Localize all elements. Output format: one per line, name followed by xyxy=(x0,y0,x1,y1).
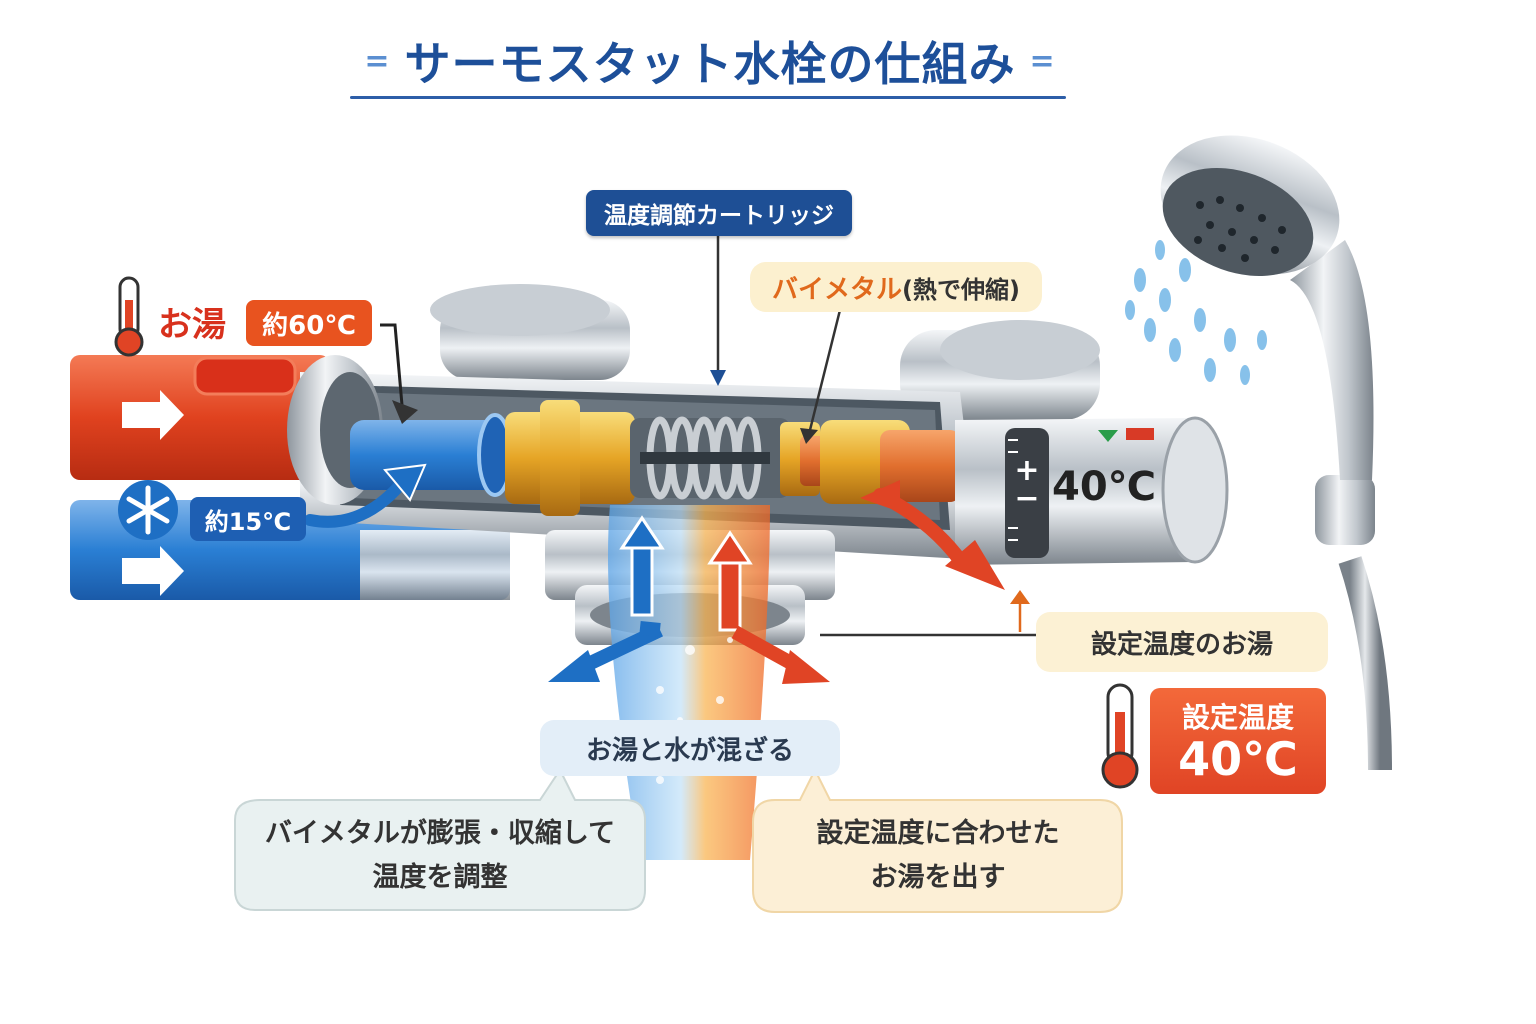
brass-cartridge xyxy=(505,400,960,516)
mixing-label: お湯と水が混ざる xyxy=(540,720,840,776)
hot-pipe xyxy=(70,355,330,480)
dial-temperature: 40℃ xyxy=(1052,464,1157,510)
up-arrow-hot xyxy=(707,530,753,632)
hot-water-label: お湯 xyxy=(158,304,226,345)
set-hot-water-label: 設定温度のお湯 xyxy=(1036,612,1328,672)
shower-head-icon xyxy=(1160,135,1392,771)
set-temp-label: 設定温度 xyxy=(1181,701,1294,734)
bubble-right-line1: 設定温度に合わせた xyxy=(816,818,1060,849)
arrow-head xyxy=(800,428,818,444)
cartridge-label: 温度調節カートリッジ xyxy=(586,190,852,236)
dial-plus[interactable]: + xyxy=(1014,453,1040,488)
arrow-head xyxy=(860,480,900,512)
bimetal-label: バイメタル (熱で伸縮) xyxy=(750,262,1042,312)
title-underline xyxy=(350,96,1066,99)
arrow-head xyxy=(392,400,418,424)
arrow-head xyxy=(945,540,1005,590)
bubble-left-line2: 温度を調整 xyxy=(372,862,508,893)
cold-flow-arrow xyxy=(304,479,406,528)
set-temp-value: 40℃ xyxy=(1178,732,1298,786)
mix-arrow-left xyxy=(548,621,664,682)
title-decor-right: = xyxy=(1029,43,1056,79)
bubble-right-line2: お湯を出す xyxy=(870,862,1006,893)
thermometer-icon xyxy=(1101,683,1139,789)
bubble-left-line1: バイメタルが膨張・収縮して xyxy=(264,818,616,849)
thermometer-icon xyxy=(114,276,144,357)
cold-temp-tag: 約15℃ xyxy=(190,497,306,541)
cold-inlet-tube xyxy=(350,413,513,497)
bubble-right-text: 設定温度に合わせた お湯を出す xyxy=(758,808,1118,904)
hot-temp-tag: 約60℃ xyxy=(246,300,372,346)
bimetal-note: (熱で伸縮) xyxy=(902,275,1020,304)
bubble-left xyxy=(234,768,646,911)
hot-inlet-arrow xyxy=(380,323,404,406)
temperature-dial[interactable] xyxy=(955,416,1229,565)
bubble-right xyxy=(752,767,1123,913)
title-text: サーモスタット水栓の仕組み xyxy=(404,37,1016,91)
arrow-head xyxy=(1010,590,1030,604)
arrow-head xyxy=(710,370,726,386)
snowflake-icon xyxy=(118,480,178,540)
arrow-right-icon xyxy=(122,390,184,440)
bimetal-main: バイメタル xyxy=(772,274,903,305)
title-decor-left: = xyxy=(364,43,391,79)
bubble-left-text: バイメタルが膨張・収縮して 温度を調整 xyxy=(240,808,640,904)
arrow-head xyxy=(383,463,427,502)
top-knob-left xyxy=(430,284,630,380)
water-drops xyxy=(1125,240,1267,385)
dial-minus[interactable]: − xyxy=(1014,481,1040,516)
set-temperature-box: 設定温度 40℃ xyxy=(1150,688,1326,794)
mix-arrow-right xyxy=(731,625,830,684)
up-arrow-cold xyxy=(619,515,665,617)
leader-lines xyxy=(716,235,1038,637)
page-title: = サーモスタット水栓の仕組み = xyxy=(330,26,1090,96)
arrow-right-icon xyxy=(122,546,184,596)
